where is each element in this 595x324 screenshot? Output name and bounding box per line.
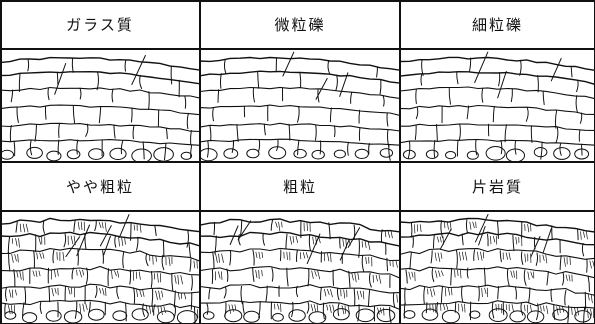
panel-label: やや粗粒 bbox=[65, 177, 134, 196]
panel-illustration bbox=[0, 48, 200, 162]
panel-label: 細粒礫 bbox=[471, 15, 523, 34]
panel-3: 細粒礫 bbox=[400, 0, 595, 162]
grid-line bbox=[593, 0, 595, 324]
grid-line bbox=[0, 322, 595, 324]
panel-6: 片岩質 bbox=[400, 162, 595, 324]
rock-texture-illustration bbox=[400, 213, 595, 324]
panel-illustration bbox=[400, 210, 595, 324]
panel-illustration bbox=[400, 48, 595, 162]
panel-illustration bbox=[0, 210, 200, 324]
panel-2: 微粒礫 bbox=[200, 0, 400, 162]
panel-5: 粗粒 bbox=[200, 162, 400, 324]
panel-label: ガラス質 bbox=[66, 15, 134, 34]
grid-line bbox=[399, 0, 401, 324]
panel-illustration bbox=[200, 48, 400, 162]
panel-label: 粗粒 bbox=[282, 177, 317, 196]
panel-illustration bbox=[200, 210, 400, 324]
grid-line bbox=[0, 0, 595, 2]
panel-1: ガラス質 bbox=[0, 0, 200, 162]
grid-line bbox=[0, 161, 595, 163]
panel-4: やや粗粒 bbox=[0, 162, 200, 324]
grid-line bbox=[0, 0, 2, 324]
rock-texture-illustration bbox=[400, 51, 595, 162]
grid-line bbox=[0, 48, 595, 50]
panel-label: 微粒礫 bbox=[274, 15, 326, 34]
panel-label: 片岩質 bbox=[471, 177, 523, 196]
rock-texture-illustration bbox=[200, 51, 400, 162]
grid-line bbox=[0, 210, 595, 212]
grid-line bbox=[199, 0, 201, 324]
rock-texture-illustration bbox=[0, 55, 200, 162]
rock-texture-illustration bbox=[200, 218, 400, 324]
rock-texture-illustration bbox=[0, 214, 200, 324]
